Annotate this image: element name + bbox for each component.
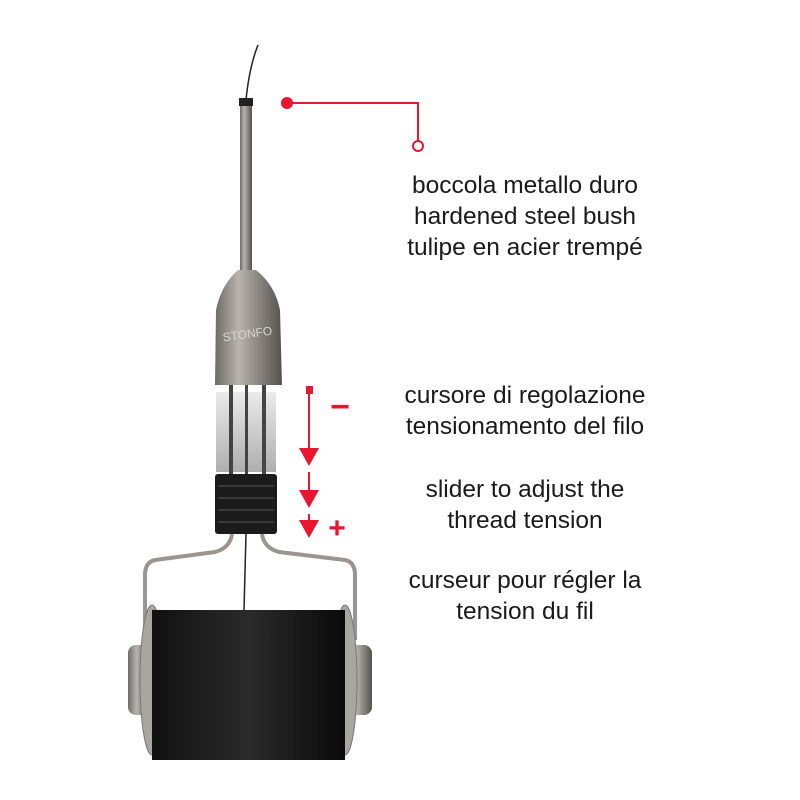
caption-bush: boccola metallo duro hardened steel bush… [330,170,720,263]
caption-line: tulipe en acier trempé [407,234,643,261]
arrow-start-marker [306,386,313,394]
left-arm [143,533,234,640]
brand-engraving: STONFO [222,324,273,345]
caption-line: tensionamento del filo [405,413,645,440]
caption-line: cursore di regolazione [404,382,646,409]
thread-spool [152,610,345,760]
callout-line [287,102,419,142]
caption-line: curseur pour régler la [408,567,642,594]
right-arm [260,533,357,640]
caption-line: boccola metallo duro [411,172,639,199]
caption-line: slider to adjust the [425,476,625,503]
caption-slider-fr: curseur pour régler la tension du fil [330,565,720,627]
caption-line: tension du fil [456,598,594,625]
arrow-down-icon [299,448,319,466]
callout-ring-icon [412,140,424,152]
steel-tube [240,100,252,280]
caption-slider-it: cursore di regolazione tensionamento del… [330,380,720,442]
stonfo-head [215,270,282,385]
tension-slider [215,474,277,534]
arrow-down-icon [299,520,319,538]
steel-bush-tip [239,98,253,106]
arrow-down-icon [299,490,319,508]
caption-line: hardened steel bush [413,203,637,230]
caption-line: thread tension [447,507,603,534]
plus-sign: + [328,512,346,545]
thread-top [245,44,259,101]
thread [243,533,247,611]
minus-sign: − [330,388,350,426]
caption-slider-en: slider to adjust the thread tension [330,474,720,536]
